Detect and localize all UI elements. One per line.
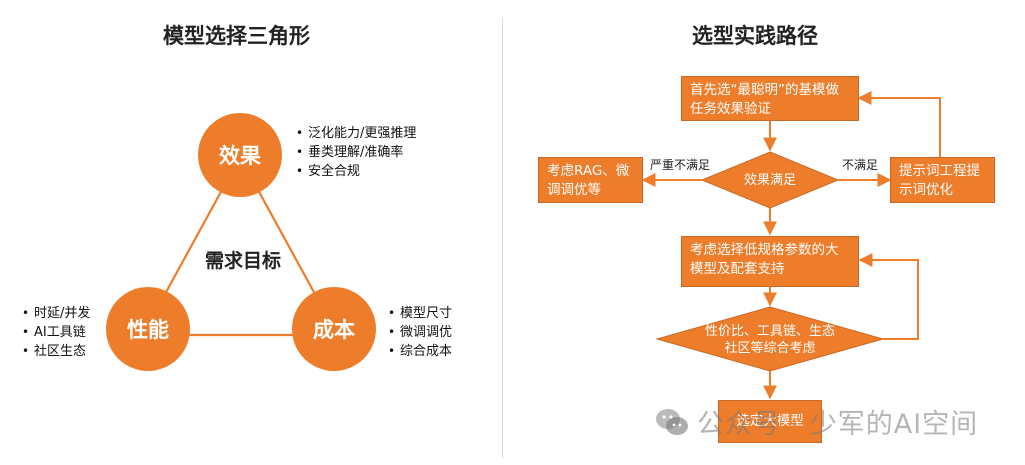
decision-2-label: 性价比、工具链、生态社区等综合考虑 [704, 324, 835, 356]
effect-node: 效果 [198, 113, 282, 197]
final-model-box: 选定大模型 [718, 400, 822, 443]
decision-1-label: 效果满足 [743, 173, 796, 188]
rag-finetune-box: 考虑RAG、微调调优等 [538, 157, 643, 203]
bullet-item: 社区生态 [22, 342, 90, 361]
wechat-icon [656, 408, 688, 435]
edge-label-not-met: 不满足 [842, 158, 879, 172]
watermark-text: 公众号 · 少军的AI空间 [697, 409, 979, 440]
low-spec-model-box: 考虑选择低规格参数的大模型及配套支持 [681, 236, 859, 287]
panel-divider [502, 18, 503, 458]
cost-node: 成本 [292, 287, 376, 371]
bullet-item: 泛化能力/更强推理 [296, 124, 416, 143]
edge-label-severe: 严重不满足 [650, 158, 711, 172]
bullet-item: 垂类理解/准确率 [296, 143, 416, 162]
effect-bullets: 泛化能力/更强推理 垂类理解/准确率 安全合规 [296, 124, 416, 181]
first-model-box: 首先选“最聪明”的基模做任务效果验证 [681, 76, 859, 121]
triangle-title: 模型选择三角形 [163, 24, 310, 48]
effect-label: 效果 [219, 144, 261, 168]
performance-node: 性能 [106, 287, 190, 371]
bullet-item: 安全合规 [296, 162, 416, 181]
bullet-item: 综合成本 [388, 342, 452, 361]
bullet-item: 微调调优 [388, 323, 452, 342]
path-title: 选型实践路径 [692, 24, 818, 48]
bullet-item: AI工具链 [22, 323, 90, 342]
bullet-item: 时延/并发 [22, 304, 90, 323]
bullet-item: 模型尺寸 [388, 304, 452, 323]
prompt-engineering-box: 提示词工程提示词优化 [890, 157, 995, 203]
performance-bullets: 时延/并发 AI工具链 社区生态 [22, 304, 90, 361]
demand-goal-label: 需求目标 [205, 250, 282, 272]
performance-label: 性能 [127, 318, 169, 342]
cost-label: 成本 [313, 318, 355, 342]
watermark: 公众号 · 少军的AI空间 [655, 402, 978, 441]
cost-bullets: 模型尺寸 微调调优 综合成本 [388, 304, 452, 361]
